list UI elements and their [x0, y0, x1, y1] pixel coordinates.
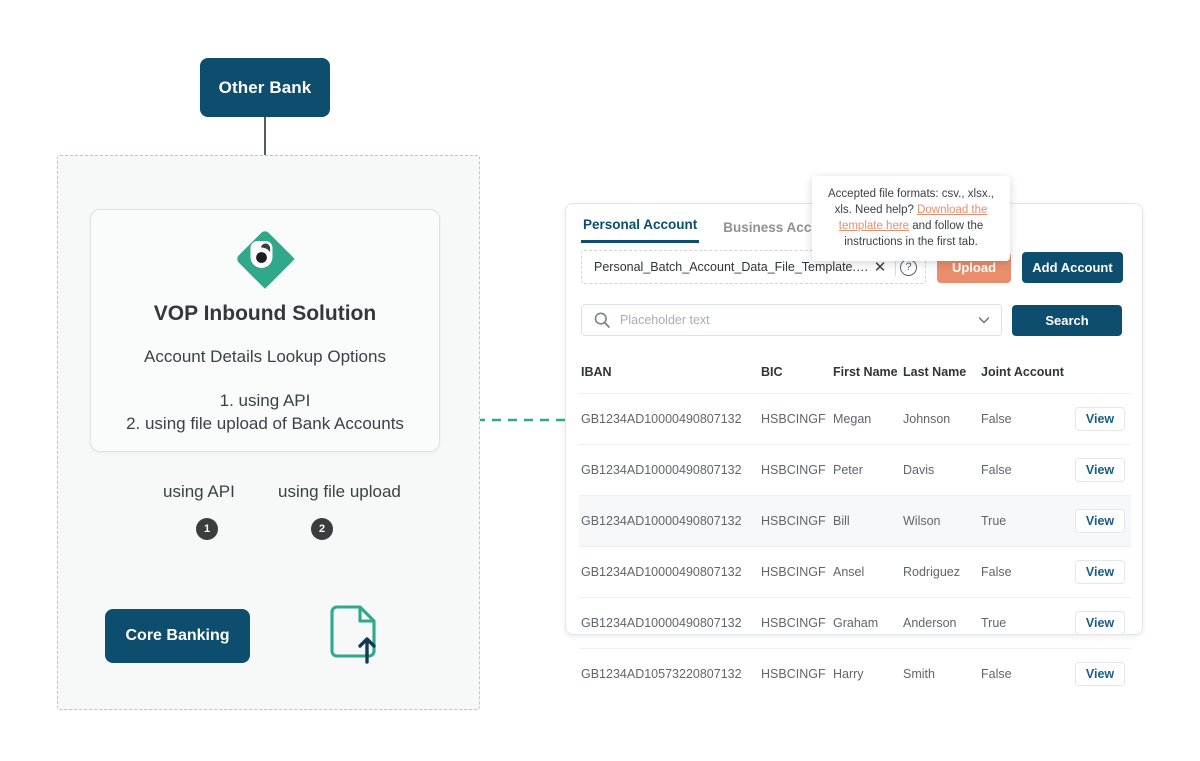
- brand-logo-icon: [237, 231, 295, 289]
- download-template-link[interactable]: Download the template here: [838, 204, 988, 232]
- cell-actions: View: [1069, 444, 1131, 496]
- cell-iban: GB1234AD10000490807132: [579, 393, 761, 445]
- column-header-actions: [1069, 359, 1131, 394]
- cell-bic: HSBCINGF: [761, 648, 833, 699]
- branch-label-api: using API: [163, 482, 235, 501]
- branch-label-file-upload: using file upload: [278, 482, 401, 501]
- cell-first-name: Harry: [833, 648, 903, 699]
- cell-joint-account: False: [981, 393, 1069, 445]
- node-other-bank-label: Other Bank: [218, 77, 312, 97]
- tooltip-line-2-suffix: and follow the instructions in the first…: [844, 220, 984, 248]
- view-button[interactable]: View: [1074, 560, 1126, 584]
- node-core-banking: Core Banking: [105, 609, 250, 663]
- search-row: Search: [581, 304, 1122, 336]
- view-button[interactable]: View: [1074, 611, 1126, 635]
- tab-business-account[interactable]: Business Account: [723, 220, 841, 235]
- card-options: 1. using API 2. using file upload of Ban…: [91, 389, 439, 435]
- cell-joint-account: False: [981, 546, 1069, 598]
- brand-logo: [91, 228, 439, 290]
- cell-joint-account: True: [981, 597, 1069, 649]
- cell-bic: HSBCINGF: [761, 393, 833, 445]
- cell-iban: GB1234AD10000490807132: [579, 444, 761, 496]
- tooltip-line-2-prefix: Need help?: [855, 204, 918, 216]
- search-button[interactable]: Search: [1012, 304, 1122, 336]
- search-box[interactable]: [581, 304, 1002, 336]
- view-button[interactable]: View: [1074, 407, 1126, 431]
- cell-last-name: Anderson: [903, 597, 981, 649]
- column-header-iban: IBAN: [581, 365, 612, 379]
- file-format-tooltip: Accepted file formats: csv., xlsx., xls.…: [812, 176, 1010, 261]
- accounts-table: IBAN BIC First Name Last Name Joint Acco…: [579, 359, 1131, 699]
- file-upload-icon: [320, 604, 384, 671]
- cell-first-name: Peter: [833, 444, 903, 496]
- cell-first-name: Ansel: [833, 546, 903, 598]
- column-header-joint-account: Joint Account: [981, 365, 1064, 379]
- view-button[interactable]: View: [1074, 458, 1126, 482]
- cell-first-name: Megan: [833, 393, 903, 445]
- cell-last-name: Wilson: [903, 495, 981, 547]
- chevron-down-icon[interactable]: [977, 313, 991, 327]
- cell-first-name: Bill: [833, 495, 903, 547]
- tab-personal-account[interactable]: Personal Account: [581, 213, 700, 243]
- cell-bic: HSBCINGF: [761, 597, 833, 649]
- cell-first-name: Graham: [833, 597, 903, 649]
- card-title: VOP Inbound Solution: [153, 302, 377, 325]
- node-core-banking-label: Core Banking: [125, 627, 230, 644]
- close-x-icon[interactable]: ✕: [873, 258, 887, 276]
- cell-iban: GB1234AD10000490807132: [579, 546, 761, 598]
- cell-joint-account: False: [981, 444, 1069, 496]
- view-button[interactable]: View: [1074, 509, 1126, 533]
- vop-solution-card: VOP Inbound Solution Account Details Loo…: [90, 209, 440, 452]
- account-type-tabs: Personal Account Business Account: [581, 213, 843, 243]
- cell-actions: View: [1069, 648, 1131, 699]
- cell-iban: GB1234AD10573220807132: [579, 648, 761, 699]
- selected-filename: Personal_Batch_Account_Data_File_Templat…: [594, 260, 869, 274]
- cell-last-name: Smith: [903, 648, 981, 699]
- add-account-button[interactable]: Add Account: [1022, 251, 1123, 283]
- tooltip-line-1: Accepted file formats: csv., xlsx., xls.: [828, 188, 994, 216]
- cell-actions: View: [1069, 597, 1131, 649]
- cell-bic: HSBCINGF: [761, 546, 833, 598]
- column-header-first-name: First Name: [833, 365, 898, 379]
- search-icon: [594, 312, 610, 328]
- cell-actions: View: [1069, 546, 1131, 598]
- step-badge-1: 1: [196, 518, 218, 540]
- cell-bic: HSBCINGF: [761, 495, 833, 547]
- search-input[interactable]: [618, 312, 977, 328]
- table-header-row: IBAN BIC First Name Last Name Joint Acco…: [579, 359, 1131, 394]
- cell-actions: View: [1069, 393, 1131, 445]
- column-header-bic: BIC: [761, 365, 783, 379]
- step-badge-2: 2: [311, 518, 333, 540]
- cell-last-name: Johnson: [903, 393, 981, 445]
- card-subtitle: Account Details Lookup Options: [144, 347, 386, 366]
- cell-last-name: Davis: [903, 444, 981, 496]
- document-upload-icon: [330, 605, 376, 664]
- column-header-last-name: Last Name: [903, 365, 967, 379]
- divider: [895, 258, 896, 276]
- cell-actions: View: [1069, 495, 1131, 547]
- cell-bic: HSBCINGF: [761, 444, 833, 496]
- cell-last-name: Rodriguez: [903, 546, 981, 598]
- card-option-2: 2. using file upload of Bank Accounts: [126, 414, 404, 433]
- cell-iban: GB1234AD10000490807132: [579, 597, 761, 649]
- accounts-panel: Personal Account Business Account Person…: [565, 203, 1143, 699]
- cell-iban: GB1234AD10000490807132: [579, 495, 761, 547]
- file-input-box[interactable]: Personal_Batch_Account_Data_File_Templat…: [581, 250, 926, 284]
- view-button[interactable]: View: [1074, 662, 1126, 686]
- card-option-1: 1. using API: [219, 391, 311, 410]
- cell-joint-account: False: [981, 648, 1069, 699]
- cell-joint-account: True: [981, 495, 1069, 547]
- node-other-bank: Other Bank: [200, 58, 330, 117]
